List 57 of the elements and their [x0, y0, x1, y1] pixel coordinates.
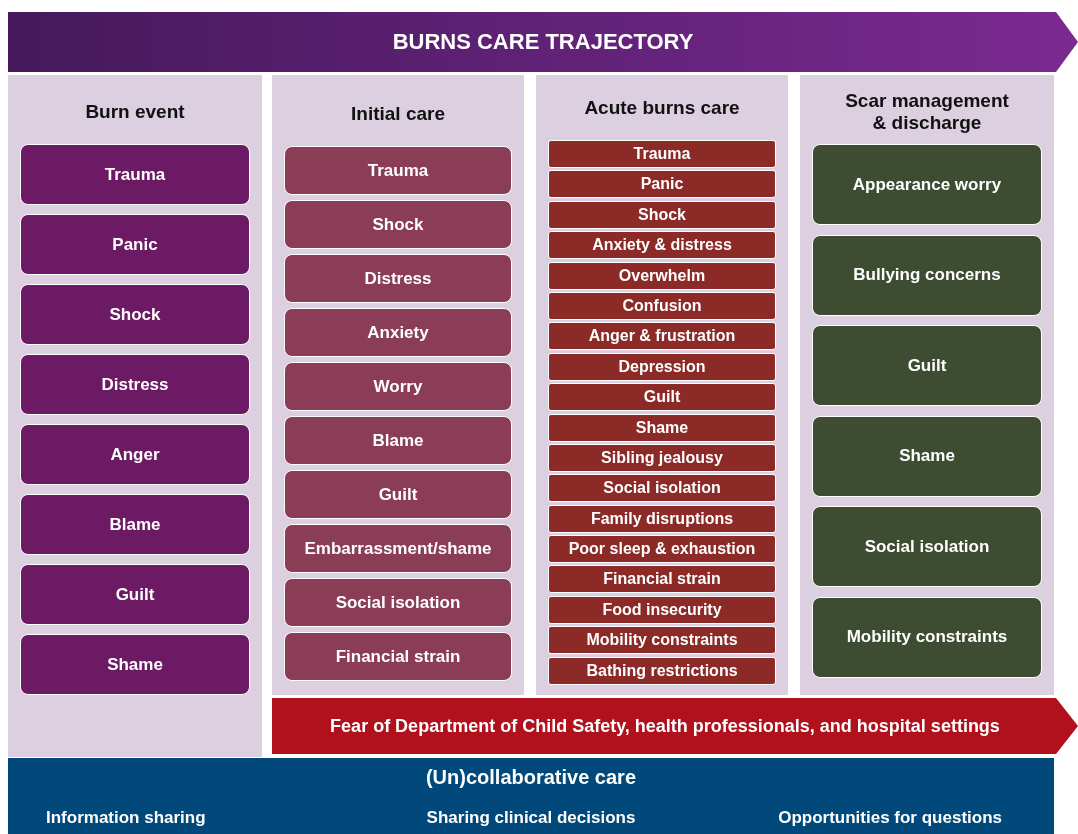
- column-panel: [536, 75, 788, 695]
- band-heading: (Un)collaborative care: [424, 766, 638, 789]
- emotion-box: Anxiety & distress: [548, 231, 776, 260]
- emotion-box: Shame: [812, 415, 1042, 497]
- emotion-box: Family disruptions: [548, 504, 776, 533]
- title: BURNS CARE TRAJECTORY: [392, 29, 694, 55]
- emotion-box: Overwhelm: [548, 261, 776, 290]
- column-heading: Scar management & discharge: [844, 89, 1010, 135]
- emotion-box: Blame: [20, 494, 250, 555]
- column-panel: [272, 75, 524, 695]
- column-panel: [800, 75, 1054, 695]
- emotion-box: Anger: [20, 424, 250, 485]
- emotion-box: Mobility constraints: [812, 596, 1042, 678]
- emotion-box: Anger & frustration: [548, 322, 776, 351]
- emotion-box: Embarrassment/shame: [284, 524, 512, 573]
- column-heading: Initial care: [350, 102, 446, 126]
- emotion-box: Panic: [548, 170, 776, 199]
- emotion-box: Social isolation: [284, 578, 512, 627]
- emotion-box: Worry: [284, 362, 512, 411]
- emotion-box: Shock: [548, 200, 776, 229]
- column-panel: [8, 75, 262, 757]
- column-heading: Acute burns care: [583, 96, 741, 120]
- emotion-box: Bullying concerns: [812, 234, 1042, 316]
- emotion-box: Trauma: [20, 144, 250, 205]
- emotion-box: Bathing restrictions: [548, 656, 776, 685]
- emotion-box: Depression: [548, 352, 776, 381]
- emotion-box: Trauma: [548, 140, 776, 168]
- emotion-box: Sibling jealousy: [548, 443, 776, 472]
- emotion-box: Guilt: [812, 325, 1042, 406]
- emotion-box: Panic: [20, 214, 250, 275]
- emotion-box: Social isolation: [548, 474, 776, 503]
- emotion-box: Distress: [20, 354, 250, 415]
- emotion-box: Shock: [20, 284, 250, 345]
- emotion-box: Guilt: [284, 470, 512, 519]
- emotion-box: Financial strain: [284, 632, 512, 681]
- emotion-box: Mobility constraints: [548, 626, 776, 655]
- emotion-box: Appearance worry: [812, 144, 1042, 225]
- emotion-box: Social isolation: [812, 506, 1042, 587]
- emotion-box: Trauma: [284, 146, 512, 195]
- care-band: [8, 758, 1054, 834]
- emotion-box: Food insecurity: [548, 595, 776, 624]
- emotion-box: Shame: [20, 634, 250, 695]
- band-item: Opportunities for questions: [778, 808, 1002, 828]
- column-heading: Burn event: [84, 100, 186, 124]
- emotion-box: Confusion: [548, 291, 776, 320]
- emotion-box: Guilt: [548, 383, 776, 412]
- emotion-box: Guilt: [20, 564, 250, 625]
- emotion-box: Blame: [284, 416, 512, 465]
- band-item: Sharing clinical decisions: [426, 808, 636, 828]
- emotion-box: Shock: [284, 200, 512, 249]
- band-item: Information sharing: [46, 808, 206, 828]
- text-banner: Fear of Department of Child Safety, health professionals, and hospital settings: [272, 698, 1078, 754]
- emotion-box: Shame: [548, 413, 776, 442]
- emotion-box: Financial strain: [548, 565, 776, 594]
- emotion-box: Anxiety: [284, 308, 512, 357]
- emotion-box: Distress: [284, 254, 512, 303]
- emotion-box: Poor sleep & exhaustion: [548, 535, 776, 564]
